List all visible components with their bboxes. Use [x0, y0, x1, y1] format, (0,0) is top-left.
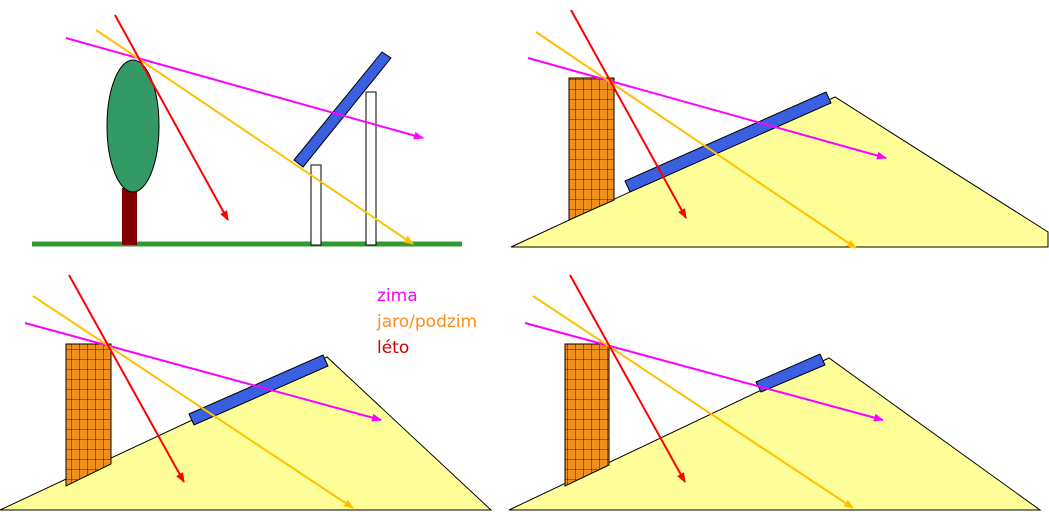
- spring-autumn-ray: [95, 29, 414, 245]
- panel-support-left: [310, 164, 322, 246]
- chimney-icon: [65, 343, 112, 487]
- legend-item-winter: zima: [377, 286, 418, 306]
- panel-tree-scene: [32, 14, 462, 247]
- roof: [0, 356, 493, 511]
- solar-panel-icon: [755, 353, 826, 393]
- winter-ray: [524, 322, 884, 422]
- summer-ray: [569, 274, 686, 483]
- summer-ray: [68, 274, 185, 483]
- solar-panel-icon: [188, 354, 329, 426]
- panel-roof-medium: [0, 274, 493, 511]
- summer-ray: [570, 9, 687, 219]
- spring-autumn-ray: [532, 295, 854, 509]
- tree-icon: [106, 59, 160, 193]
- winter-ray: [24, 322, 382, 422]
- legend: zima jaro/podzim léto: [377, 283, 477, 361]
- solar-panel-icon: [293, 51, 392, 168]
- winter-ray: [65, 37, 424, 140]
- panel-roof-long: [510, 9, 1049, 249]
- legend-item-summer: léto: [377, 338, 410, 358]
- summer-ray: [114, 14, 229, 221]
- tree-trunk: [122, 188, 137, 245]
- panel-support-right: [365, 91, 377, 246]
- legend-item-spring-autumn: jaro/podzim: [377, 312, 478, 332]
- winter-ray: [527, 57, 887, 160]
- chimney-icon: [564, 343, 610, 487]
- chimney-icon: [568, 77, 615, 221]
- spring-autumn-ray: [32, 295, 354, 509]
- spring-autumn-ray: [535, 31, 857, 249]
- roof: [508, 357, 1042, 511]
- panel-roof-short: [508, 274, 1042, 511]
